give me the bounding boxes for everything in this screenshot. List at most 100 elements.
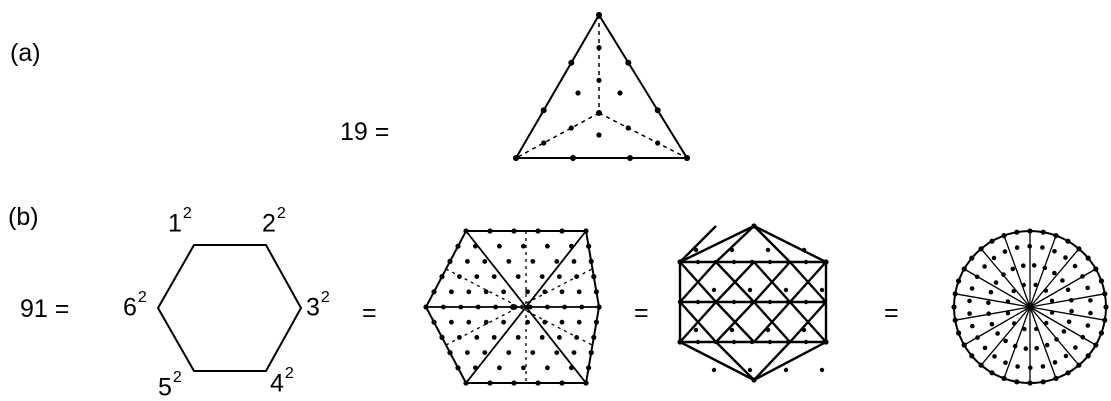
dot [511,228,517,234]
dot [568,125,574,131]
dot [695,339,701,345]
dot [765,327,771,333]
dot [765,247,771,253]
dot [1031,263,1037,268]
dot [457,274,462,279]
dot [1044,342,1050,348]
dot [731,339,737,345]
dot [475,304,481,310]
dot [554,259,560,264]
dot [449,289,454,295]
hexagon-vertex-6: 62 [123,289,147,322]
dot [1034,326,1039,332]
dot [821,339,827,345]
dot [1003,360,1008,366]
dot [617,90,623,96]
dot [952,291,958,297]
dot [501,289,506,295]
dot [751,223,757,229]
dot [956,330,962,336]
dot [783,367,789,373]
dot [684,155,690,161]
dot [463,228,469,234]
circle-spoke [955,306,1031,321]
circle-spoke [1029,306,1080,366]
dot [539,274,545,279]
dot [574,335,579,340]
circle-spoke [955,293,1031,308]
dot [1102,291,1108,297]
dot [482,350,488,355]
dot [819,367,825,373]
dot [974,274,980,280]
dot [568,59,575,66]
dot [1054,337,1059,342]
dot [1028,365,1033,371]
icosahedron-dots [677,223,829,383]
dot [1085,353,1091,359]
dot [982,345,988,351]
dot [1005,311,1011,316]
dot [465,350,470,355]
dot [1088,310,1093,316]
dot [1093,266,1099,272]
dot [575,90,581,96]
dot [1063,353,1069,359]
circle-spoke [980,248,1031,308]
dot [1098,278,1104,284]
dot [819,287,825,293]
dot [803,259,809,265]
dot [627,155,633,161]
dot [593,319,600,325]
dot [1093,342,1099,348]
dot [431,319,437,325]
dot [441,304,446,310]
dot [951,304,957,310]
dot [1033,282,1038,288]
dot [463,380,469,386]
dot [455,243,461,249]
dot [473,365,478,371]
equals-sign-2: = [634,299,649,327]
dot [588,350,594,356]
dot [988,289,994,295]
dot [515,274,521,279]
dot [474,274,480,279]
dot [655,140,661,146]
dot [583,380,589,386]
dot [542,289,548,295]
dot [1040,364,1046,369]
dot [579,304,585,310]
dot [821,299,827,305]
dot [1015,364,1020,369]
circle-spoke [1029,235,1057,308]
dot [449,319,454,325]
dot [540,107,547,114]
dot [539,335,545,340]
dot [1021,282,1026,288]
dot [1022,326,1027,332]
dot [1027,304,1033,310]
dot [767,299,773,305]
dot [569,243,574,249]
dot [695,259,701,265]
dot [1053,375,1059,381]
dot [525,319,530,325]
dot [596,77,602,83]
dot [729,327,735,333]
dot [515,335,521,340]
dot [1085,255,1091,261]
part-a-equation: 19 = [340,118,390,146]
dot [1098,330,1104,336]
equals-sign-3: = [884,299,899,327]
dot [989,370,995,376]
dot [956,278,962,284]
dot [493,304,498,310]
dot [767,259,773,265]
dot [1076,362,1082,368]
dot [1014,229,1020,235]
dot [1103,304,1109,310]
dot [1001,272,1006,277]
dot [545,243,550,249]
